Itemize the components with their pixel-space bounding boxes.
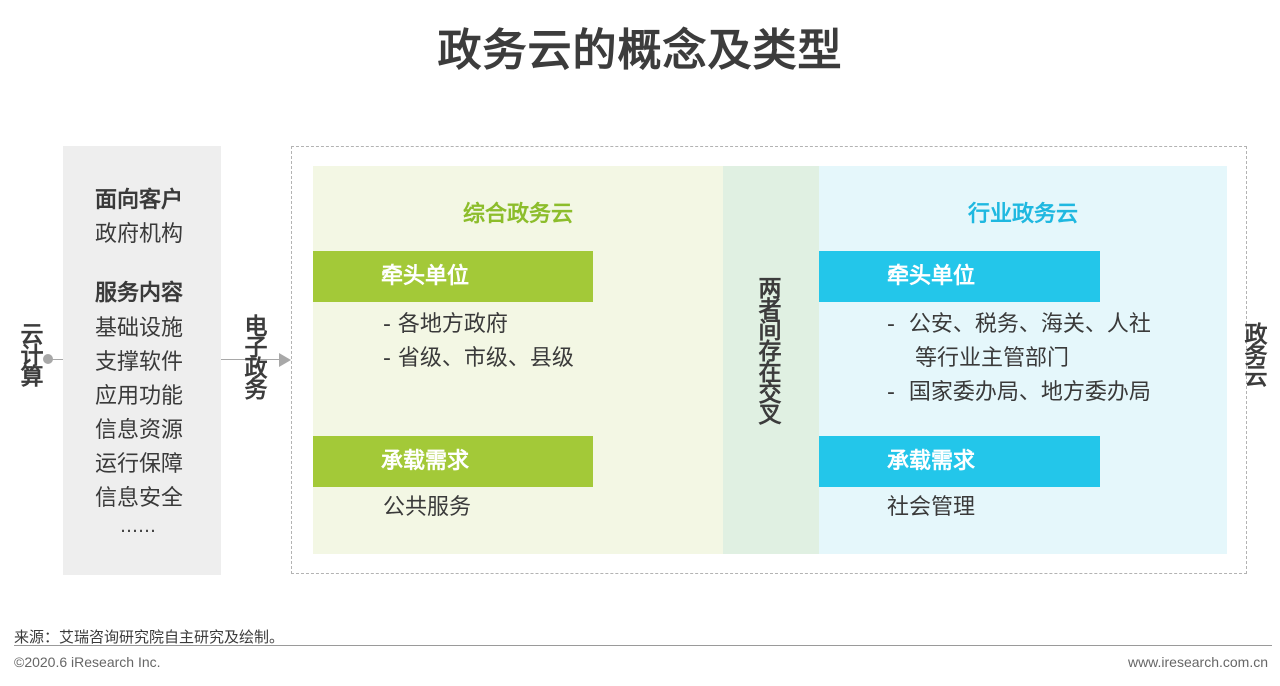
industry-demand-bar: 承载需求 <box>819 436 1100 487</box>
composite-demand-value: 公共服务 <box>383 495 472 520</box>
industry-panel <box>819 166 1227 554</box>
service-item-ellipsis: …… <box>120 516 156 537</box>
industry-lead-item: 等行业主管部门 <box>887 346 1069 371</box>
arrow-right-icon <box>279 353 291 367</box>
service-item: 支撑软件 <box>95 350 184 375</box>
composite-demand-bar: 承载需求 <box>313 436 593 487</box>
service-heading: 服务内容 <box>95 281 184 306</box>
overlap-panel <box>723 166 819 554</box>
copyright: ©2020.6 iResearch Inc. <box>14 654 161 670</box>
industry-demand-value: 社会管理 <box>887 495 976 520</box>
service-item: 应用功能 <box>95 384 184 409</box>
composite-lead-item: - 省级、市级、县级 <box>383 346 574 371</box>
composite-panel <box>313 166 723 554</box>
gov-cloud-label: 政务云 <box>1240 322 1266 385</box>
composite-lead-item: - 各地方政府 <box>383 312 508 337</box>
footer-divider <box>14 645 1272 646</box>
service-item: 信息资源 <box>95 418 184 443</box>
page-title: 政务云的概念及类型 <box>437 25 843 76</box>
service-item: 运行保障 <box>95 452 184 477</box>
industry-heading: 行业政务云 <box>967 202 1078 227</box>
egov-label: 电子政务 <box>240 314 266 398</box>
connector-dot <box>43 354 53 364</box>
industry-lead-item: - 公安、税务、海关、人社 <box>887 312 1151 337</box>
cloud-computing-box <box>63 146 221 575</box>
service-item: 信息安全 <box>95 486 184 511</box>
cloud-computing-label: 云计算 <box>16 322 42 385</box>
composite-heading: 综合政务云 <box>462 202 573 227</box>
source-note: 来源：艾瑞咨询研究院自主研究及绘制。 <box>14 628 285 646</box>
industry-lead-item: - 国家委办局、地方委办局 <box>887 380 1151 405</box>
service-item: 基础设施 <box>95 316 184 341</box>
overlap-label: 两者间存在交叉 <box>754 276 780 423</box>
website-link[interactable]: www.iresearch.com.cn <box>1127 654 1268 670</box>
customer-heading: 面向客户 <box>95 188 184 213</box>
industry-lead-bar: 牵头单位 <box>819 251 1100 302</box>
composite-lead-bar: 牵头单位 <box>313 251 593 302</box>
connector-line-left <box>52 359 63 360</box>
customer-value: 政府机构 <box>95 222 184 247</box>
gov-cloud-container <box>291 146 1247 574</box>
connector-line-right <box>221 359 279 360</box>
